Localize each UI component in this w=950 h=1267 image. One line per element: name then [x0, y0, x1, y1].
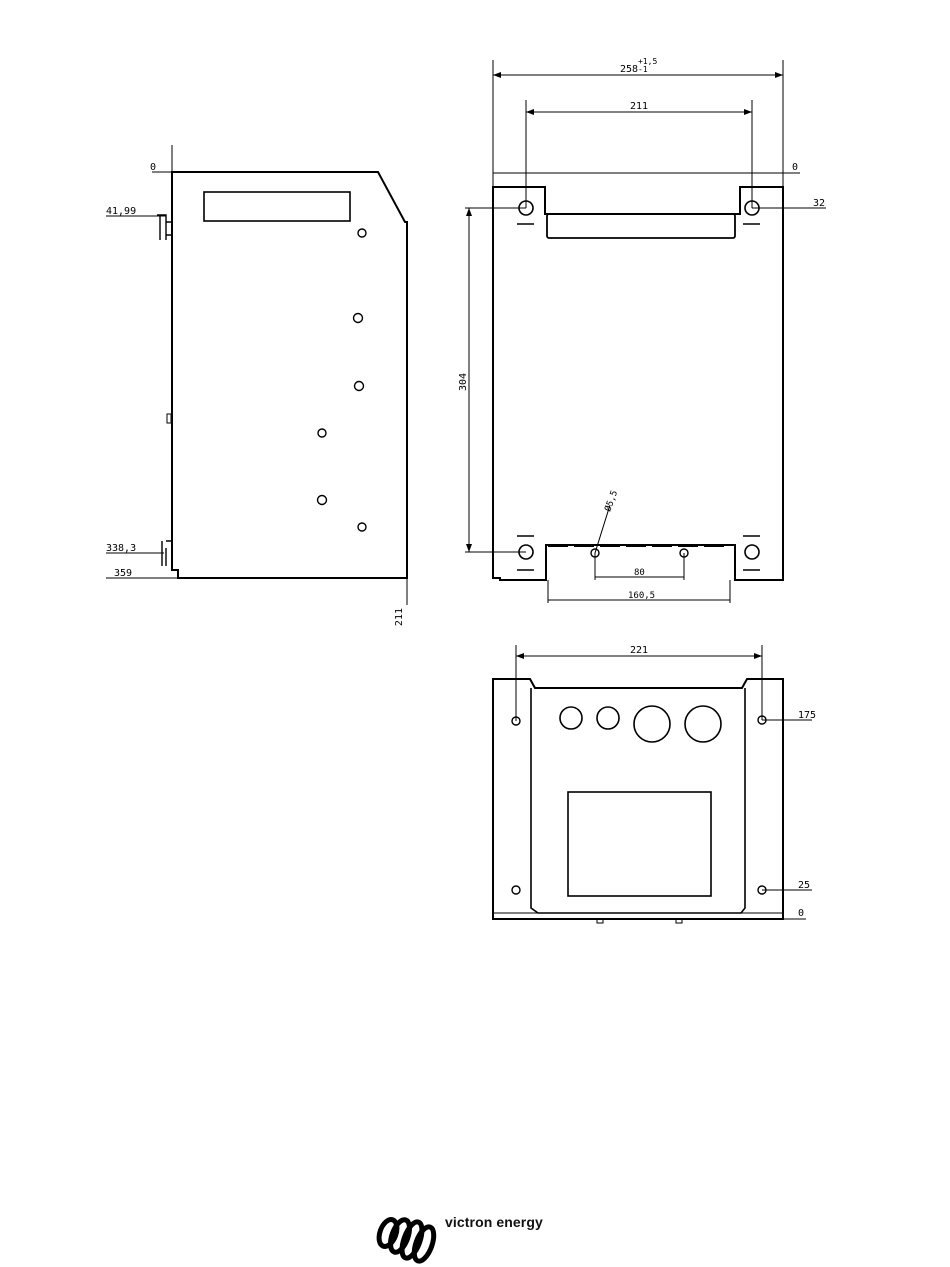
side-dim-bottom: 359: [114, 568, 132, 579]
bottom-dim-hole-span: 221: [630, 645, 648, 656]
side-view-upper-bracket: [157, 215, 172, 240]
rear-mount-hole-bottom-right: [745, 545, 759, 559]
rear-dim-height: 304: [458, 373, 469, 391]
rear-view-labels: 258 +1,5 -1 211 0 32 304 Ø5,5 80 160,5: [458, 57, 825, 601]
bottom-mount-hole-bottom-left: [512, 886, 520, 894]
rear-dim-hole-span: 211: [630, 101, 648, 112]
rear-view-top-bracket: [547, 214, 735, 238]
cable-gland-large-1: [634, 706, 670, 742]
side-dim-upper: 41,99: [106, 206, 136, 217]
screw: [358, 229, 366, 237]
bottom-dim-lower: 25: [798, 880, 810, 891]
screw: [358, 523, 366, 531]
rear-dim-tolerance-minus: -1: [638, 65, 648, 74]
side-dim-top: 0: [150, 162, 156, 173]
screw: [318, 496, 327, 505]
bottom-view-dimension-lines: [516, 645, 812, 919]
rear-dim-overall: 258: [620, 64, 638, 75]
cable-gland-small-1: [560, 707, 582, 729]
screw: [355, 382, 364, 391]
bottom-dim-upper: 175: [798, 710, 816, 721]
cable-gland-large-2: [685, 706, 721, 742]
rear-dim-hole-dia: Ø5,5: [602, 489, 620, 513]
side-dim-lower: 338,3: [106, 543, 136, 554]
rear-view: [465, 60, 826, 603]
screw: [318, 429, 326, 437]
rear-dim-hole-offset: 32: [813, 198, 825, 209]
bottom-view-labels: 221 175 25 0: [630, 645, 816, 919]
screw: [354, 314, 363, 323]
bottom-dim-zero: 0: [798, 908, 804, 919]
rear-dim-flange: 160,5: [628, 591, 655, 601]
brand-name: victron energy: [445, 1214, 543, 1230]
side-view-outline: [172, 172, 407, 578]
side-view-dimension-lines: [106, 145, 407, 605]
side-view-display-window: [204, 192, 350, 221]
rear-dim-slot-spacing: 80: [634, 568, 645, 578]
side-dim-width: 211: [394, 608, 405, 626]
bottom-view-label-plate: [568, 792, 711, 896]
bottom-view: [493, 645, 812, 923]
bottom-view-outline: [493, 679, 783, 919]
side-view-screws: [318, 229, 367, 531]
side-view: [106, 145, 407, 605]
victron-spring-logo-icon: [376, 1217, 438, 1264]
rear-dim-top-zero: 0: [792, 162, 798, 173]
bottom-view-inner-panel: [531, 688, 745, 913]
side-view-tab: [167, 414, 171, 423]
rear-view-arrowheads: [466, 72, 783, 552]
side-view-labels: 0 41,99 338,3 359 211: [106, 162, 405, 626]
cable-gland-small-2: [597, 707, 619, 729]
rear-view-outline: [493, 187, 783, 580]
rear-view-dimension-lines: [465, 60, 826, 603]
